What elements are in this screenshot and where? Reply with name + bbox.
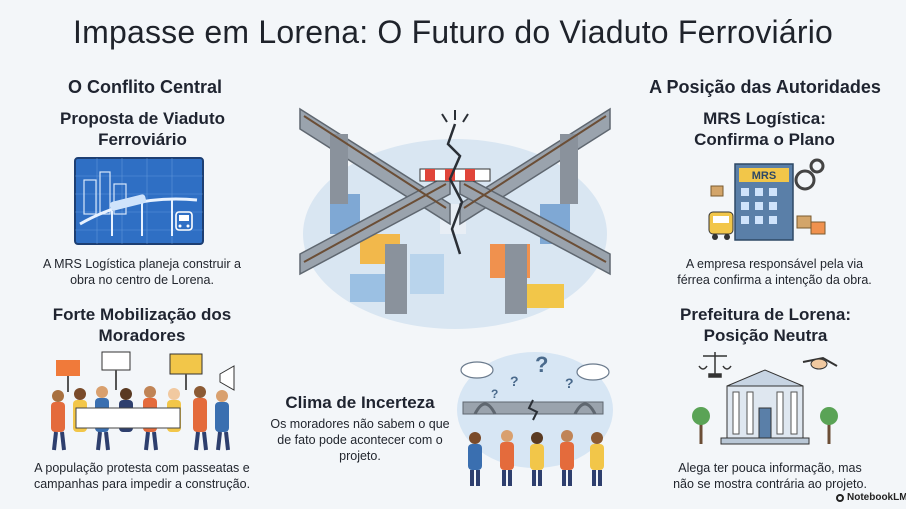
mrs-sign: MRS	[752, 170, 776, 182]
broken-viaduct-illustration	[299, 107, 611, 329]
barrier-sign	[419, 168, 491, 182]
megaphone-icon	[219, 365, 235, 391]
mrs-text: A empresa responsável pela via férrea co…	[677, 257, 872, 287]
city-hall-building	[720, 369, 810, 445]
gear-icon	[794, 158, 825, 191]
scales-icon	[698, 352, 732, 378]
broken-bridge	[462, 399, 604, 421]
protest-illustration	[51, 351, 235, 451]
handshake-icon	[802, 356, 838, 370]
svg-text:?: ?	[565, 375, 574, 391]
prefeitura-title: Prefeitura de Lorena: Posição Neutra	[680, 305, 851, 345]
brand-badge: NotebookLM	[836, 492, 906, 503]
rail-tracks	[303, 115, 607, 263]
svg-text:?: ?	[510, 373, 519, 389]
cargo-boxes	[710, 185, 826, 235]
prefeitura-text: Alega ter pouca informação, mas não se m…	[673, 461, 867, 491]
blueprint-train	[110, 194, 147, 211]
mobilization-title: Forte Mobilização dos Moradores	[52, 305, 232, 345]
left-heading: O Conflito Central	[68, 77, 222, 97]
mobilization-text: A população protesta com passeatas e cam…	[33, 461, 251, 491]
uncertainty-text: Os moradores não sabem o que de fato pod…	[270, 417, 450, 463]
mrs-illustration: MRS	[708, 158, 826, 241]
city-hall-illustration	[692, 352, 838, 445]
uncertainty-title: Clima de Incerteza	[285, 393, 435, 412]
blueprint-buildings	[83, 171, 127, 215]
proposal-text: A MRS Logística planeja construir a obra…	[42, 257, 242, 287]
notebooklm-icon	[836, 493, 844, 502]
trees	[692, 407, 838, 444]
mrs-title: MRS Logística: Confirma o Plano	[694, 109, 835, 149]
alert-marks-icon	[441, 110, 469, 123]
svg-text:?: ?	[535, 352, 548, 377]
protest-banner	[75, 407, 181, 429]
svg-text:?: ?	[491, 387, 498, 401]
train-icon	[708, 211, 734, 240]
uncertainty-illustration: ? ? ? ?	[457, 352, 613, 486]
train-icon	[175, 211, 193, 231]
people	[468, 430, 604, 470]
blueprint-illustration	[74, 157, 204, 245]
brand-label: NotebookLM	[847, 492, 906, 503]
page-title: Impasse em Lorena: O Futuro do Viaduto F…	[73, 14, 833, 50]
protest-signs	[56, 351, 203, 392]
question-marks: ? ? ? ?	[491, 352, 574, 401]
proposal-title: Proposta de Viaduto Ferroviário	[60, 109, 225, 149]
crack-line	[446, 123, 464, 255]
cloud-icon	[460, 361, 610, 381]
right-heading: A Posição das Autoridades	[649, 77, 881, 97]
